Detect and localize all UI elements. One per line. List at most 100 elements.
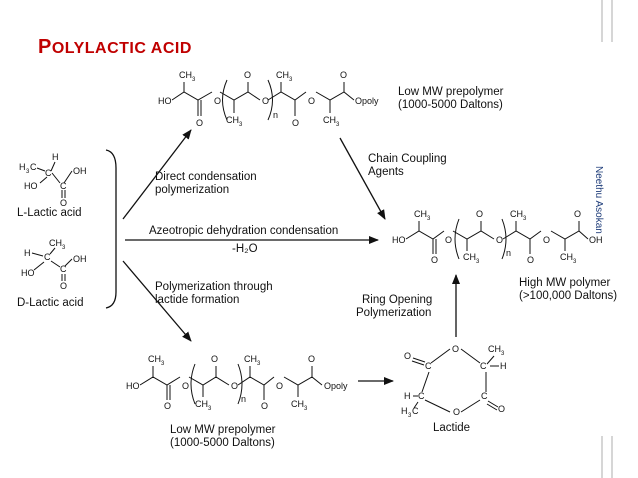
svg-text:H: H bbox=[24, 248, 31, 258]
svg-text:3: 3 bbox=[208, 406, 212, 412]
slide-title: POLYLACTIC ACID bbox=[38, 36, 192, 59]
svg-text:O: O bbox=[261, 401, 268, 411]
svg-text:O: O bbox=[527, 255, 534, 265]
svg-text:O: O bbox=[231, 381, 238, 391]
svg-text:HO: HO bbox=[392, 235, 406, 245]
svg-text:Opoly: Opoly bbox=[324, 381, 348, 391]
svg-text:Opoly: Opoly bbox=[355, 96, 379, 106]
svg-text:3: 3 bbox=[239, 122, 243, 128]
slide-title-rest: OLYLACTIC ACID bbox=[51, 40, 192, 57]
svg-text:C: C bbox=[480, 361, 487, 371]
svg-text:CH: CH bbox=[463, 252, 476, 262]
svg-text:CH: CH bbox=[195, 399, 208, 409]
svg-text:CH: CH bbox=[510, 209, 523, 219]
svg-text:n: n bbox=[273, 110, 278, 120]
svg-text:O: O bbox=[292, 118, 299, 128]
svg-text:HO: HO bbox=[24, 181, 38, 191]
svg-text:HO: HO bbox=[158, 96, 172, 106]
low-mw-prepolymer-bottom-label: Low MW prepolymer (1000-5000 Daltons) bbox=[170, 424, 275, 450]
arrow-chain-coupling bbox=[339, 137, 386, 220]
direct-condensation-line-1: Direct condensation bbox=[155, 171, 257, 183]
svg-text:C: C bbox=[418, 391, 425, 401]
svg-text:C: C bbox=[481, 391, 488, 401]
svg-text:CH: CH bbox=[276, 70, 289, 80]
svg-text:3: 3 bbox=[304, 406, 308, 412]
lactide-label: Lactide bbox=[433, 422, 471, 434]
svg-text:O: O bbox=[496, 235, 503, 245]
high-mw-line-2: (>100,000 Daltons) bbox=[519, 290, 618, 302]
slide-decoration-line bbox=[611, 0, 613, 42]
svg-text:3: 3 bbox=[161, 361, 165, 367]
svg-text:OH: OH bbox=[589, 235, 603, 245]
chain-coupling-label: Chain Coupling Agents bbox=[368, 153, 447, 179]
svg-text:HO: HO bbox=[126, 381, 140, 391]
svg-text:O: O bbox=[164, 401, 171, 411]
slide-decoration-line bbox=[601, 0, 603, 42]
svg-text:O: O bbox=[182, 381, 189, 391]
slide-decoration-line bbox=[601, 436, 603, 478]
svg-text:CH: CH bbox=[560, 252, 573, 262]
svg-text:CH: CH bbox=[488, 344, 501, 354]
low-mw-bottom-line-2: (1000-5000 Daltons) bbox=[170, 437, 275, 449]
d-lactic-acid-label: D-Lactic acid bbox=[17, 297, 84, 309]
svg-text:C: C bbox=[45, 168, 52, 178]
slide-decoration-line bbox=[611, 436, 613, 478]
arrow-lactide-formation bbox=[122, 260, 192, 342]
svg-text:CH: CH bbox=[291, 399, 304, 409]
low-mw-prepolymer-top-label: Low MW prepolymer (1000-5000 Daltons) bbox=[398, 86, 503, 112]
l-lactic-acid-label: L-Lactic acid bbox=[17, 207, 82, 219]
chain-coupling-line-1: Chain Coupling bbox=[368, 153, 447, 165]
ring-opening-line-2: Polymerization bbox=[356, 307, 432, 319]
svg-text:CH: CH bbox=[179, 70, 192, 80]
svg-text:O: O bbox=[340, 70, 347, 80]
slide-title-initial: P bbox=[38, 36, 52, 58]
svg-text:O: O bbox=[211, 354, 218, 364]
svg-text:3: 3 bbox=[476, 259, 480, 265]
svg-text:O: O bbox=[276, 381, 283, 391]
lactide-formation-label: Polymerization through lactide formation bbox=[155, 281, 273, 307]
svg-text:3: 3 bbox=[427, 216, 431, 222]
azeotropic-label: Azeotropic dehydration condensation bbox=[149, 225, 339, 237]
svg-text:n: n bbox=[506, 248, 511, 258]
svg-text:O: O bbox=[445, 235, 452, 245]
svg-text:O: O bbox=[431, 255, 438, 265]
arrow-direct-condensation bbox=[122, 129, 192, 220]
low-mw-bottom-line-1: Low MW prepolymer bbox=[170, 424, 276, 436]
high-mw-polymer-label: High MW polymer (>100,000 Daltons) bbox=[519, 277, 617, 303]
svg-text:CH: CH bbox=[49, 238, 62, 248]
svg-text:C: C bbox=[30, 162, 37, 172]
low-mw-top-line-2: (1000-5000 Daltons) bbox=[398, 99, 503, 111]
svg-text:O: O bbox=[308, 96, 315, 106]
svg-text:O: O bbox=[308, 354, 315, 364]
svg-text:O: O bbox=[574, 209, 581, 219]
svg-text:O: O bbox=[452, 344, 459, 354]
svg-text:3: 3 bbox=[192, 77, 196, 83]
svg-text:CH: CH bbox=[244, 354, 257, 364]
svg-text:3: 3 bbox=[501, 351, 505, 357]
direct-condensation-line-2: polymerization bbox=[155, 184, 230, 196]
svg-text:3: 3 bbox=[289, 77, 293, 83]
ring-opening-label: Ring Opening Polymerization bbox=[356, 294, 432, 320]
svg-text:3: 3 bbox=[26, 169, 30, 175]
water-removal-label: -H₂O bbox=[232, 243, 258, 255]
svg-text:H: H bbox=[500, 361, 507, 371]
low-mw-top-line-1: Low MW prepolymer bbox=[398, 86, 504, 98]
svg-text:O: O bbox=[476, 209, 483, 219]
svg-text:H: H bbox=[404, 391, 411, 401]
svg-text:C: C bbox=[425, 361, 432, 371]
svg-text:3: 3 bbox=[573, 259, 577, 265]
svg-text:3: 3 bbox=[62, 245, 66, 251]
svg-text:C: C bbox=[412, 406, 419, 416]
lactide-formation-line-2: lactide formation bbox=[155, 294, 240, 306]
svg-text:O: O bbox=[498, 404, 505, 414]
svg-text:CH: CH bbox=[148, 354, 161, 364]
svg-text:n: n bbox=[241, 394, 246, 404]
svg-text:3: 3 bbox=[336, 122, 340, 128]
svg-text:O: O bbox=[244, 70, 251, 80]
chain-coupling-line-2: Agents bbox=[368, 166, 404, 178]
